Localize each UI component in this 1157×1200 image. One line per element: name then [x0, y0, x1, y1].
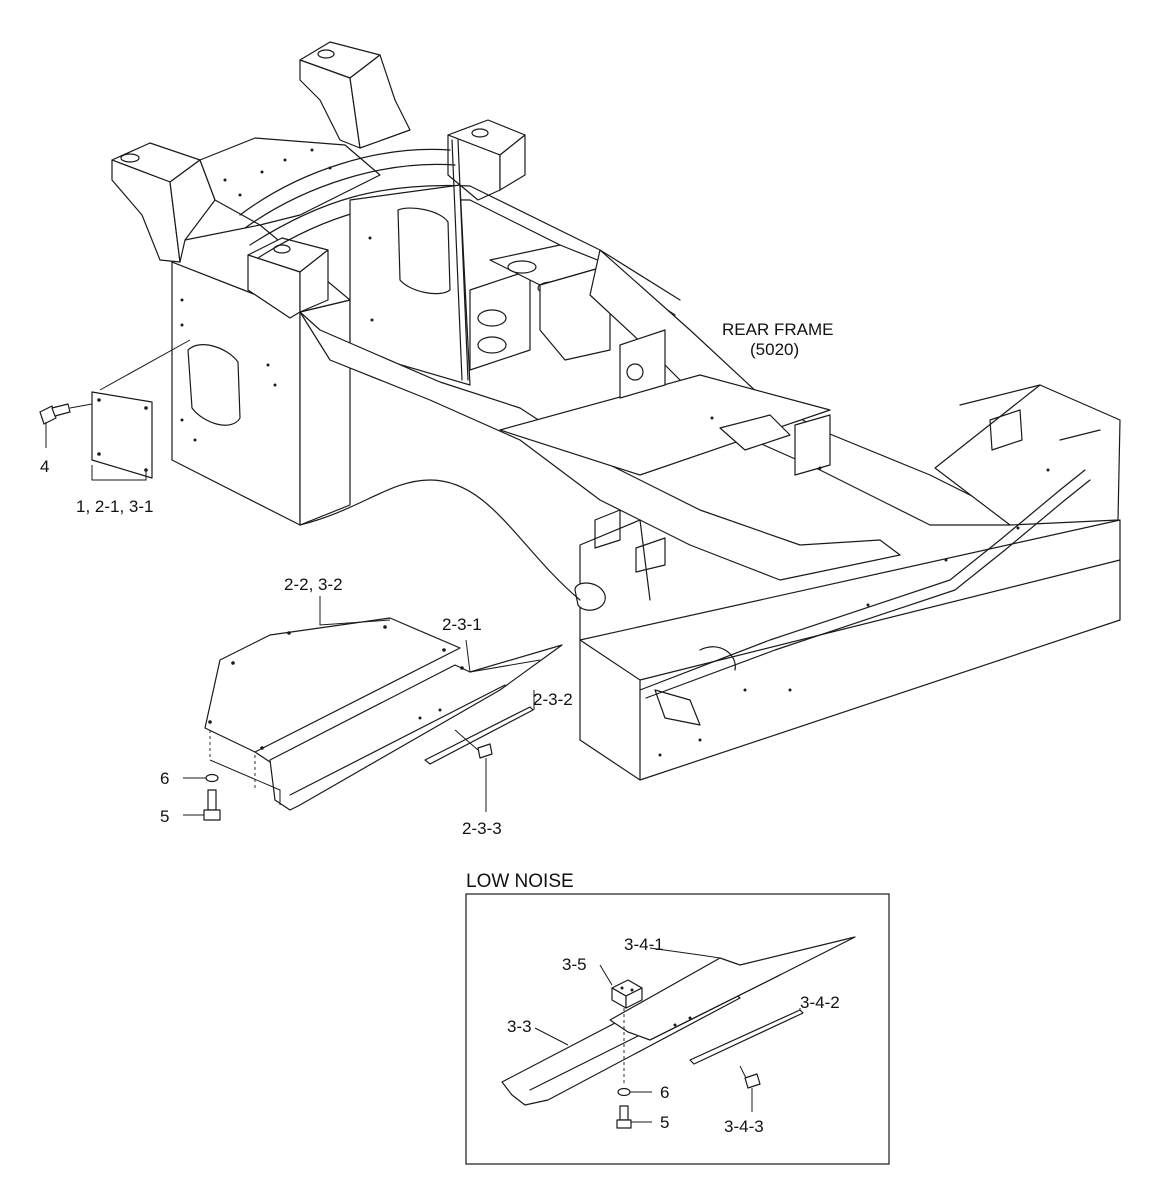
rear-frame-drawing — [111, 41, 1121, 781]
low-noise-callout-5: 5 — [660, 1113, 669, 1132]
callout-3-3: 3-3 — [507, 1017, 532, 1036]
callout-4: 4 — [40, 457, 49, 476]
callout-2-2-3-2: 2-2, 3-2 — [284, 575, 343, 594]
low-noise-assembly — [501, 936, 856, 1129]
frame-bolt-holes — [180, 148, 1050, 757]
low-noise-callout-6: 6 — [660, 1083, 669, 1102]
callout-6: 6 — [160, 769, 169, 788]
bolt-4 — [39, 403, 93, 448]
callout-2-3-2: 2-3-2 — [533, 690, 573, 709]
low-noise-title: LOW NOISE — [466, 871, 574, 892]
callout-3-5: 3-5 — [562, 955, 587, 974]
undercover-assembly — [183, 596, 563, 821]
callout-3-4-2: 3-4-2 — [800, 993, 840, 1012]
rear-frame-label: REAR FRAME — [722, 320, 833, 339]
callout-3-4-3: 3-4-3 — [724, 1117, 764, 1136]
callout-5: 5 — [160, 807, 169, 826]
cover-plate — [91, 339, 191, 479]
callout-3-4-1: 3-4-1 — [624, 935, 664, 954]
low-noise-frame — [465, 893, 890, 1165]
bracket-leader — [91, 465, 147, 481]
callout-2-3-3: 2-3-3 — [462, 819, 502, 838]
callout-1-2-1-3-1: 1, 2-1, 3-1 — [76, 497, 154, 516]
callout-2-3-1: 2-3-1 — [442, 615, 482, 634]
rear-frame-code: (5020) — [750, 340, 799, 359]
